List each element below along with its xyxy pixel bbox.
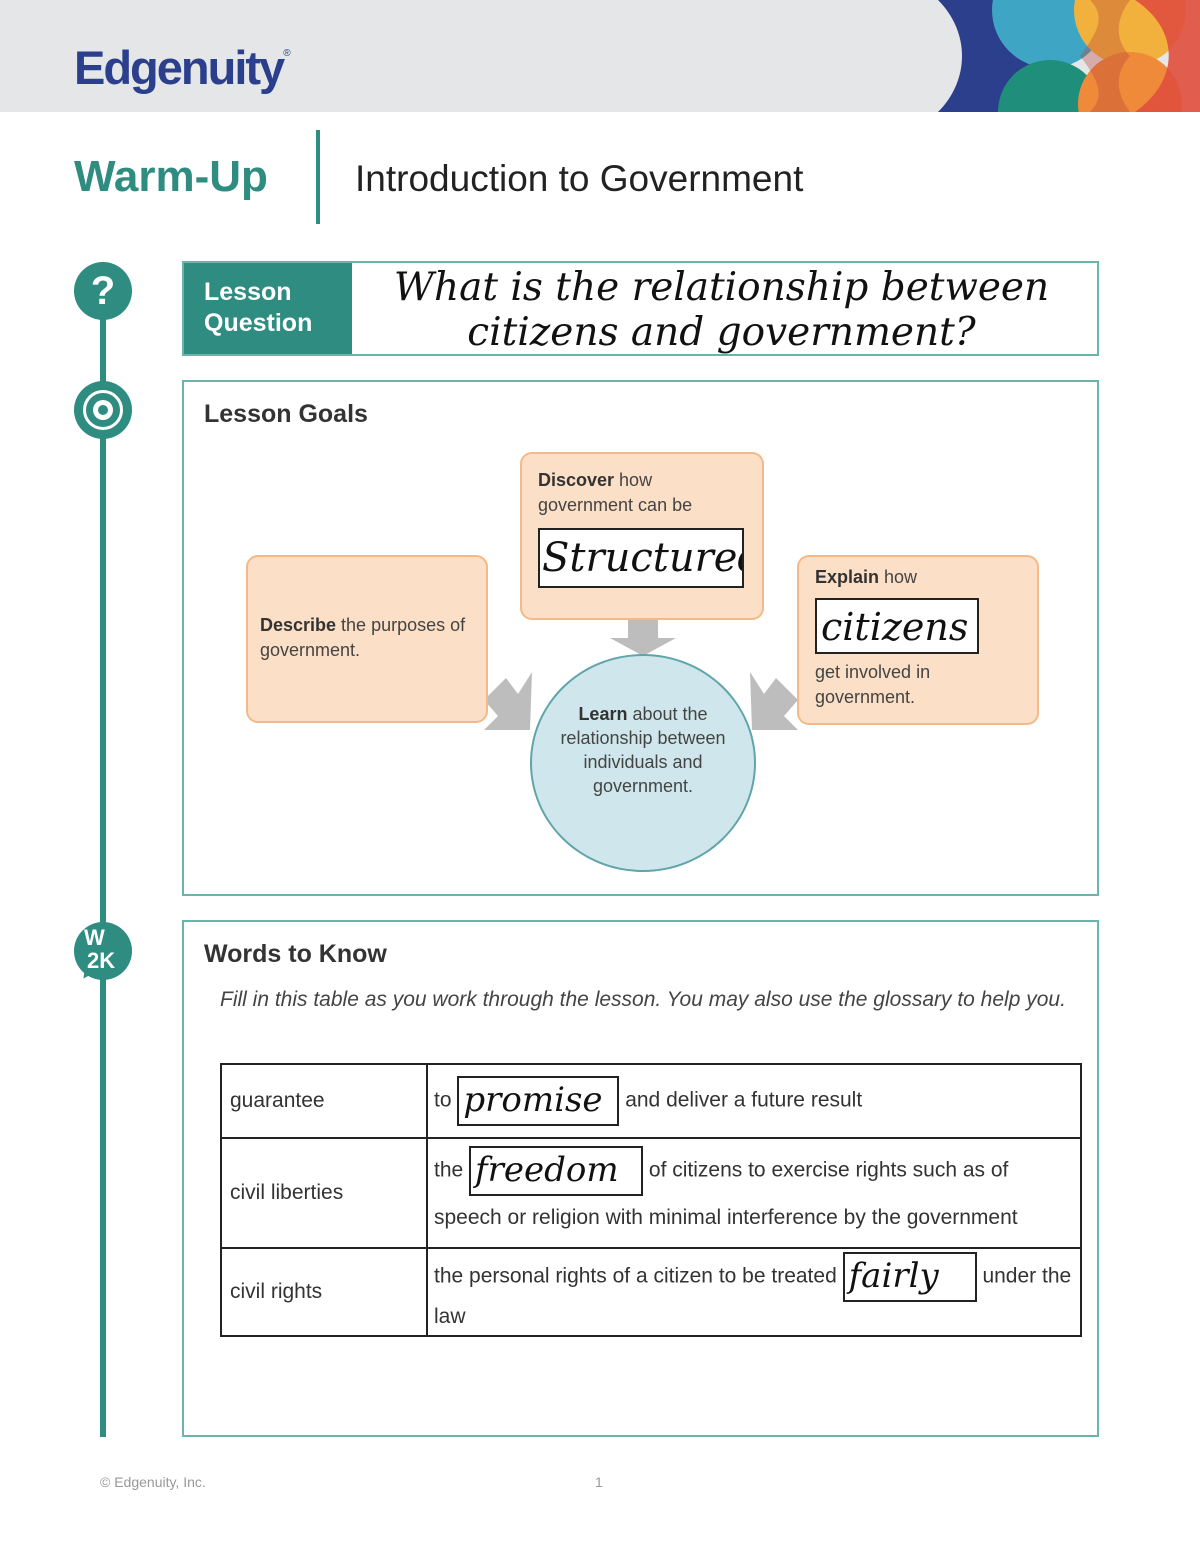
question-icon: ? (74, 262, 132, 320)
arrow-down-icon (610, 619, 676, 656)
goal-learn-text: about the relationship between individua… (560, 704, 726, 796)
goal-discover: Discover how government can be Structure… (520, 452, 764, 620)
lesson-question-label: Lesson Question (184, 263, 352, 354)
title-divider (316, 130, 320, 224)
answer-structured-field[interactable]: Structured (538, 528, 744, 588)
lesson-question-answer-line1: What is the relationship between (393, 265, 1050, 310)
definition-cell: the personal rights of a citizen to be t… (426, 1247, 1082, 1337)
answer-citizens-field[interactable]: citizens (815, 598, 979, 654)
goal-explain-text: how (879, 567, 918, 587)
brand-name: Edgenuity (74, 41, 285, 94)
vocabulary-table: guarantee to promise and deliver a futur… (220, 1063, 1082, 1337)
goal-discover-text: how government can be (538, 470, 693, 515)
term-cell: guarantee (220, 1063, 428, 1139)
header-band: Edgenuity® (0, 0, 1200, 112)
arrow-right-icon (484, 672, 532, 730)
lesson-question-answer[interactable]: What is the relationship between citizen… (354, 265, 1089, 355)
arrow-left-icon (750, 672, 798, 730)
answer-promise-field[interactable]: promise (457, 1076, 620, 1126)
goal-explain-verb: Explain (815, 567, 880, 587)
lesson-goals-box: Lesson Goals Discover how government can… (182, 380, 1099, 896)
goal-arrows (484, 619, 798, 730)
lesson-question-label-line2: Question (204, 309, 313, 337)
page-title: Introduction to Government (355, 158, 804, 199)
goal-explain-text-after: get involved in government. (815, 662, 931, 707)
table-row: civil rights the personal rights of a ci… (220, 1247, 1082, 1337)
term-cell: civil liberties (220, 1137, 428, 1249)
answer-fairly-field[interactable]: fairly (842, 1252, 977, 1302)
table-row: guarantee to promise and deliver a futur… (220, 1063, 1082, 1139)
answer-freedom-field[interactable]: freedom (469, 1146, 644, 1196)
definition-before: to (434, 1088, 452, 1112)
goal-learn-circle: Learn about the relationship between ind… (530, 654, 756, 872)
words-to-know-box: Words to Know Fill in this table as you … (182, 920, 1099, 1437)
section-title: Warm-Up (74, 152, 268, 201)
words-to-know-instructions: Fill in this table as you work through t… (220, 988, 1066, 1011)
goal-explain: Explain how citizens get involved in gov… (797, 555, 1039, 725)
definition-after: of citizens to exercise rights such as o… (434, 1158, 1018, 1229)
goal-describe: Describe the purposes of government. (246, 555, 488, 723)
lesson-question-label-line1: Lesson (204, 278, 292, 306)
goal-describe-verb: Describe (260, 615, 337, 635)
lesson-question-box: Lesson Question What is the relationship… (182, 261, 1099, 356)
definition-cell: to promise and deliver a future result (426, 1063, 1082, 1139)
lesson-goals-title: Lesson Goals (204, 400, 368, 428)
brand-mark: ® (283, 48, 291, 59)
term-cell: civil rights (220, 1247, 428, 1337)
definition-before: the (434, 1158, 464, 1182)
definition-before: the personal rights of a citizen to be t… (434, 1264, 837, 1288)
table-row: civil liberties the freedom of citizens … (220, 1137, 1082, 1249)
definition-after: and deliver a future result (625, 1088, 863, 1112)
goal-discover-verb: Discover (538, 470, 615, 490)
goal-describe-text: the purposes of government. (260, 615, 466, 660)
timeline-line (100, 295, 106, 1437)
definition-after: under the law (434, 1264, 1072, 1328)
page-number: 1 (595, 1474, 603, 1490)
edgenuity-logo: Edgenuity® (74, 40, 291, 95)
goal-learn-verb: Learn (578, 704, 628, 724)
target-icon (74, 381, 132, 439)
decorative-shapes (930, 0, 1200, 112)
words-to-know-title: Words to Know (204, 940, 387, 968)
lesson-question-answer-line2: citizens and government? (467, 310, 976, 355)
definition-cell: the freedom of citizens to exercise righ… (426, 1137, 1082, 1249)
footer-copyright: © Edgenuity, Inc. (100, 1474, 206, 1490)
